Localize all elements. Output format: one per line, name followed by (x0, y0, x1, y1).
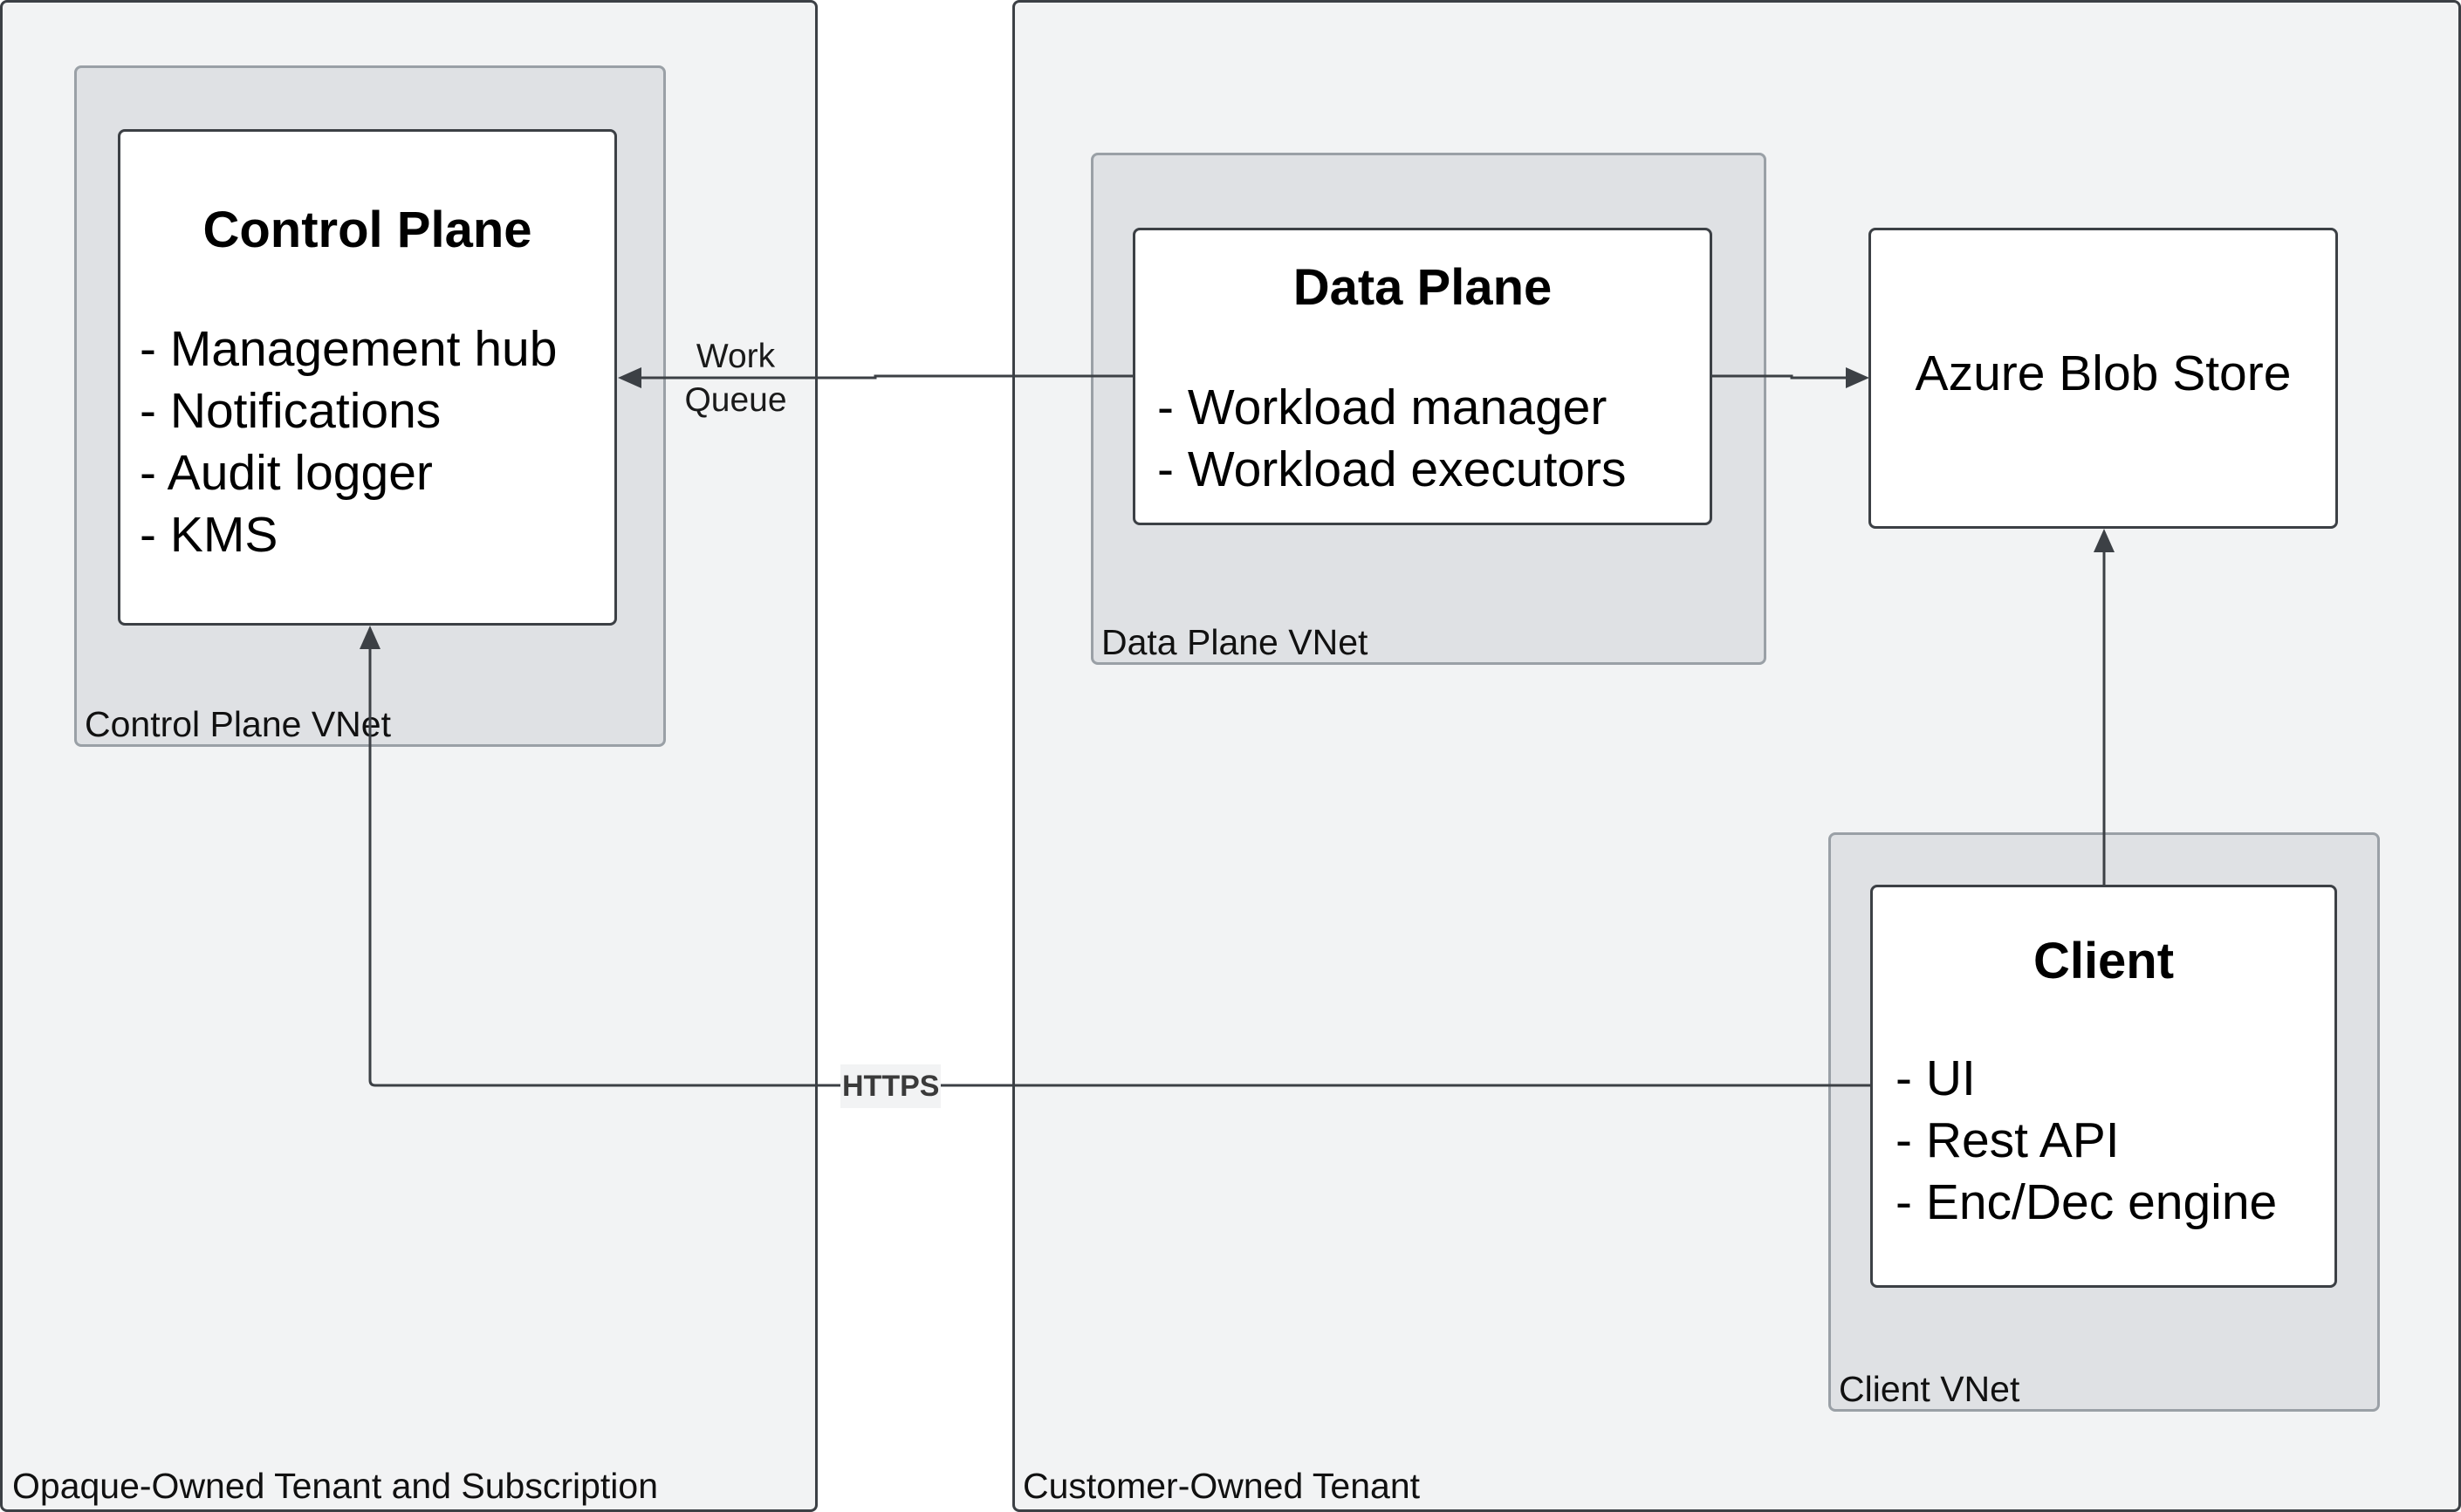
data-plane-vnet-label: Data Plane VNet (1101, 622, 1368, 662)
opaque-tenant-label: Opaque-Owned Tenant and Subscription (12, 1466, 659, 1506)
https-label: HTTPS (840, 1064, 942, 1108)
work-queue-arrowhead (618, 367, 641, 388)
client-vnet-label: Client VNet (1839, 1369, 2020, 1409)
azure-blob-store-label: Azure Blob Store (1915, 345, 2292, 401)
client-title: Client (2033, 933, 2175, 989)
work-queue-edge (635, 374, 1133, 380)
list-item: - Audit logger (140, 445, 433, 501)
dataplane-to-blob-edge (1712, 374, 1848, 380)
dataplane-to-blob-arrowhead (1846, 367, 1869, 388)
customer-tenant-label: Customer-Owned Tenant (1023, 1466, 1421, 1506)
control-plane-items: - Management hub - Notifications - Audit… (140, 318, 557, 566)
list-item: - KMS (140, 507, 278, 563)
list-item: - Notifications (140, 383, 442, 439)
data-plane-title: Data Plane (1292, 259, 1553, 316)
https-arrowhead (360, 626, 380, 649)
data-plane-items: - Workload manager - Workload executors (1157, 377, 1627, 501)
work-queue-label-line2: Queue (684, 381, 787, 419)
work-queue-label-line1: Work (696, 338, 776, 375)
client-items: - UI - Rest API - Enc/Dec engine (1895, 1048, 2277, 1234)
list-item: - Rest API (1895, 1112, 2120, 1168)
client-node[interactable]: Client - UI - Rest API - Enc/Dec engine (1870, 885, 2337, 1288)
client-to-blob-arrowhead (2094, 529, 2115, 552)
list-item: - Management hub (140, 321, 558, 377)
https-edge (368, 649, 1870, 1087)
control-plane-node[interactable]: Control Plane - Management hub - Notific… (118, 129, 617, 626)
work-queue-label: Work Queue (672, 335, 799, 422)
list-item: - UI (1895, 1050, 1976, 1106)
azure-blob-store-node[interactable]: Azure Blob Store (1868, 228, 2338, 529)
list-item: - Workload manager (1157, 380, 1608, 435)
control-plane-vnet-label: Control Plane VNet (85, 704, 391, 744)
data-plane-node[interactable]: Data Plane - Workload manager - Workload… (1133, 228, 1712, 525)
control-plane-title: Control Plane (202, 202, 532, 258)
list-item: - Workload executors (1157, 441, 1627, 497)
list-item: - Enc/Dec engine (1895, 1174, 2278, 1230)
